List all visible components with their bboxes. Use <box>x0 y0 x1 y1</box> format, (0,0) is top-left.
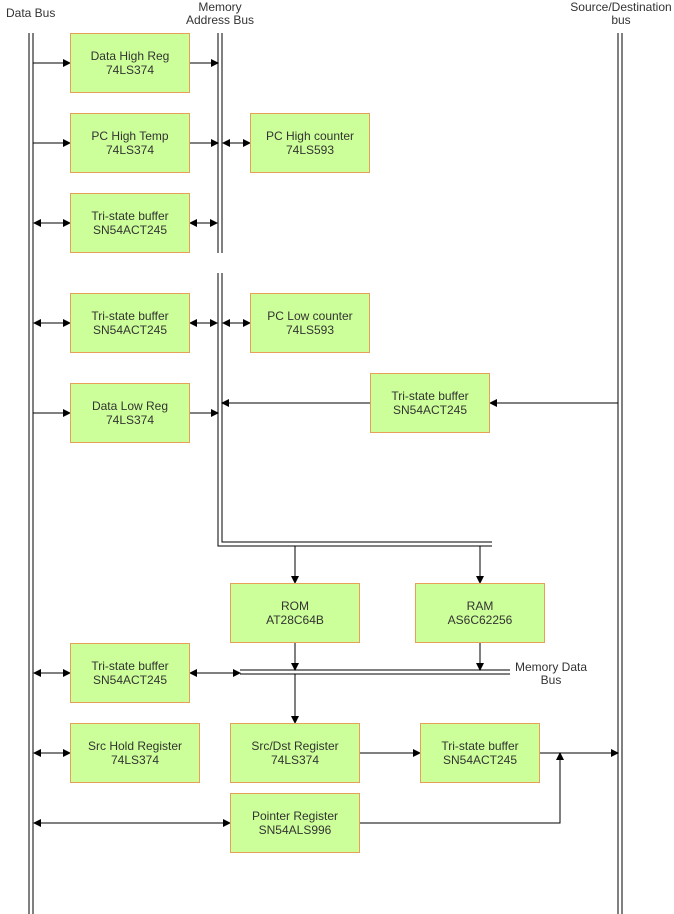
arrow-pointer-register-to-bus <box>360 752 564 824</box>
memory-data-bus-line <box>240 669 510 675</box>
memory-data-bus-label: Memory Data Bus <box>514 660 588 687</box>
memory-address-bus-lower-line <box>217 273 492 547</box>
source-destination-bus-line <box>617 33 623 914</box>
data-bus-line <box>28 33 34 914</box>
memory-address-bus-upper-line <box>217 33 223 253</box>
memory-address-bus-label: Memory Address Bus <box>185 0 255 27</box>
source-destination-bus-label: Source/Destination bus <box>570 0 672 27</box>
data-bus-label: Data Bus <box>6 6 56 20</box>
